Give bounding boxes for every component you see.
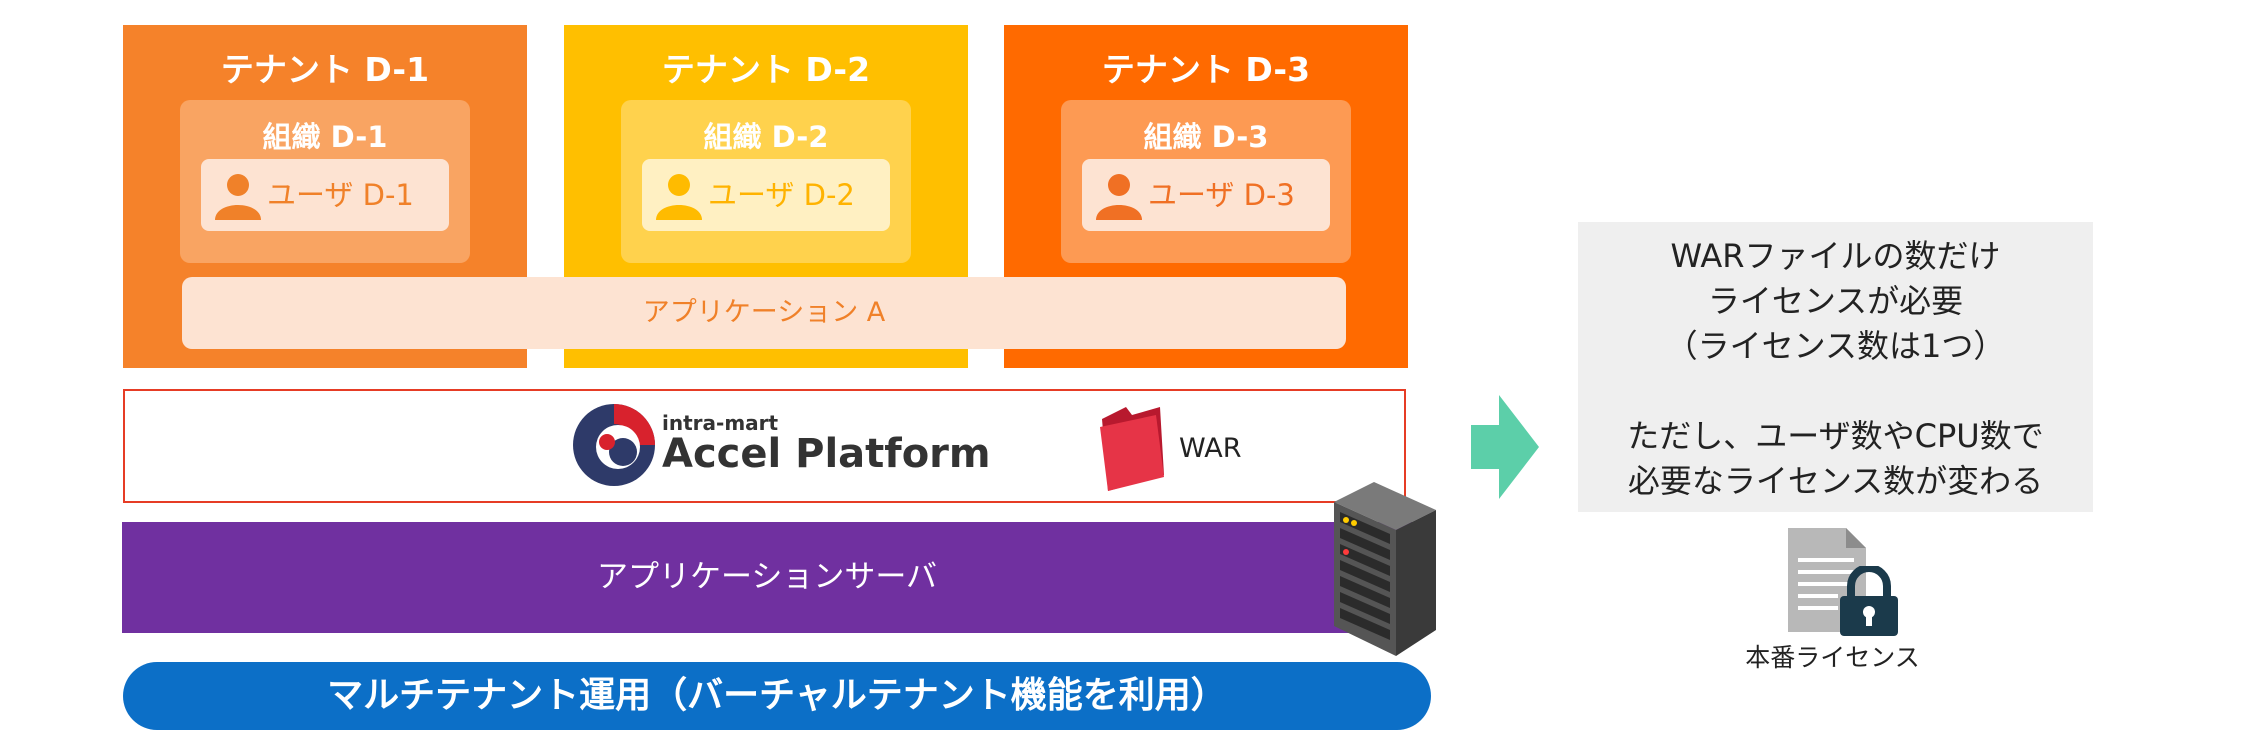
application-bar: アプリケーション A (182, 277, 1346, 349)
accel-logo-icon (573, 404, 655, 486)
org-box: 組織 D-2 ユーザ D-2 (621, 100, 911, 263)
folder-icon (1100, 407, 1164, 491)
note-line (1578, 369, 2093, 414)
note-line: 必要なライセンス数が変わる (1627, 462, 2044, 500)
arrow-icon (1471, 395, 1539, 499)
user-label: ユーザ D-2 (708, 178, 855, 212)
brand-small: intra-mart (662, 411, 779, 435)
license-note: WARファイルの数だけ ライセンスが必要 （ライセンス数は1つ） ただし、ユーザ… (1578, 222, 2093, 512)
license-label: 本番ライセンス (1745, 643, 1920, 672)
tenant-title: テナント D-2 (661, 50, 871, 89)
war-label: WAR (1179, 433, 1242, 464)
user-icon (656, 174, 702, 220)
org-title: 組織 D-2 (703, 120, 829, 154)
user-box: ユーザ D-1 (201, 159, 449, 231)
note-line: ライセンスが必要 (1707, 282, 1964, 320)
note-line: WARファイルの数だけ (1670, 237, 2001, 275)
user-label: ユーザ D-3 (1148, 178, 1295, 212)
user-box: ユーザ D-3 (1082, 159, 1330, 231)
user-icon (1096, 174, 1142, 220)
org-box: 組織 D-1 ユーザ D-1 (180, 100, 470, 263)
brand-large: Accel Platform (662, 431, 991, 477)
org-box: 組織 D-3 ユーザ D-3 (1061, 100, 1351, 263)
multi-tenant-bar: マルチテナント運用（バーチャルテナント機能を利用） (123, 662, 1431, 730)
org-title: 組織 D-3 (1143, 120, 1269, 154)
platform-box: intra-mart Accel Platform WAR (123, 389, 1406, 503)
note-line: （ライセンス数は1つ） (1665, 327, 2006, 365)
app-server-bar: アプリケーションサーバ (122, 522, 1412, 633)
org-title: 組織 D-1 (262, 120, 388, 154)
server-icon (1334, 482, 1436, 656)
user-icon (215, 174, 261, 220)
user-box: ユーザ D-2 (642, 159, 890, 231)
user-label: ユーザ D-1 (267, 178, 414, 212)
tenant-title: テナント D-3 (1101, 50, 1311, 89)
padlock-icon (1840, 566, 1898, 636)
note-line: ただし、ユーザ数やCPU数で (1627, 417, 2044, 455)
tenant-title: テナント D-1 (220, 50, 430, 89)
